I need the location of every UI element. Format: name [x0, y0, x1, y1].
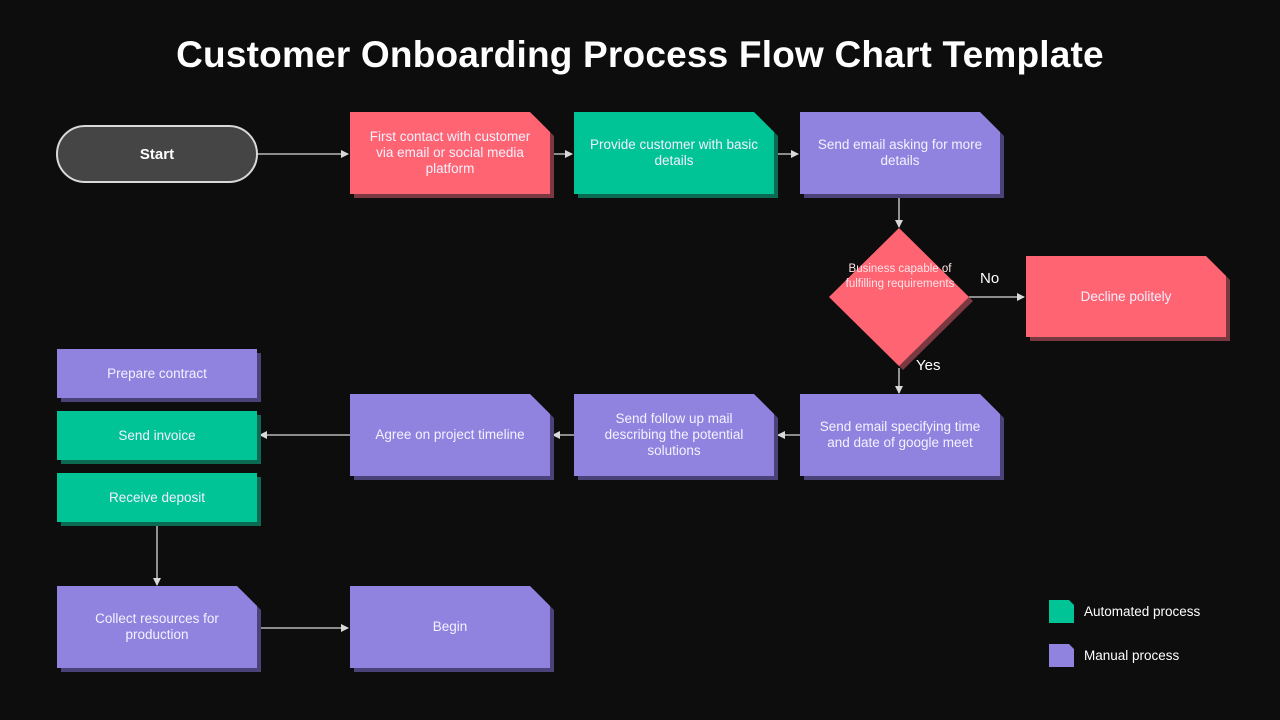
- node-provide-details: Provide customer with basic details: [574, 112, 778, 198]
- node-shape: [350, 586, 550, 668]
- node-label: Receive deposit: [108, 489, 206, 505]
- node-shape: [574, 112, 774, 194]
- legend-label: Automated process: [1084, 604, 1201, 619]
- decision-shape: [829, 228, 969, 366]
- node-shape: [350, 112, 550, 194]
- page-title: Customer Onboarding Process Flow Chart T…: [176, 34, 1104, 75]
- node-send-invoice: Send invoice: [57, 411, 261, 464]
- node-send-email-meet: Send email specifying time and date of g…: [800, 394, 1004, 480]
- node-begin: Begin: [350, 586, 554, 672]
- node-label: Send follow up mail describing the poten…: [604, 411, 744, 458]
- edge-label-yes: Yes: [916, 357, 941, 374]
- node-label: Send email asking for more details: [817, 137, 983, 168]
- node-label: Send invoice: [118, 427, 196, 443]
- node-send-email-asking: Send email asking for more details: [800, 112, 1004, 198]
- start-label: Start: [139, 145, 175, 163]
- node-shape: [57, 411, 257, 460]
- node-label: Agree on project timeline: [375, 427, 525, 442]
- node-shape: [800, 394, 1000, 476]
- node-shape: [800, 112, 1000, 194]
- start-terminal: Start: [56, 125, 258, 183]
- node-agree-timeline: Agree on project timeline: [350, 394, 554, 480]
- node-label: Decline politely: [1080, 288, 1172, 304]
- node-follow-up: Send follow up mail describing the poten…: [574, 394, 778, 480]
- node-label: Begin: [432, 619, 468, 634]
- edge-label-no: No: [980, 270, 1000, 287]
- automated-swatch-icon: [1049, 600, 1074, 623]
- node-receive-deposit: Receive deposit: [57, 473, 261, 526]
- node-shape: [350, 394, 550, 476]
- decision-label: Business capable of fulfilling requireme…: [845, 263, 955, 290]
- node-label: Collect resources for production: [95, 611, 219, 642]
- node-shape: [57, 473, 257, 522]
- node-label: First contact with customer via email or…: [369, 129, 531, 176]
- node-label: Provide customer with basic details: [589, 137, 759, 168]
- node-shape: [57, 586, 257, 668]
- node-decline: Decline politely: [1026, 256, 1230, 341]
- decision-diamond: [829, 228, 973, 370]
- node-shape: [57, 349, 257, 398]
- legend-label: Manual process: [1084, 648, 1180, 663]
- legend-item-automated: Automated process: [1049, 600, 1200, 623]
- node-first-contact: First contact with customer via email or…: [350, 112, 554, 198]
- node-shape: [574, 394, 774, 476]
- node-shape: [1026, 256, 1226, 337]
- manual-swatch-icon: [1049, 644, 1074, 667]
- node-collect-resources: Collect resources for production: [57, 586, 261, 672]
- node-prepare-contract: Prepare contract: [57, 349, 261, 402]
- node-label: Prepare contract: [107, 365, 207, 381]
- legend-item-manual: Manual process: [1049, 644, 1179, 667]
- node-label: Send email specifying time and date of g…: [819, 419, 981, 450]
